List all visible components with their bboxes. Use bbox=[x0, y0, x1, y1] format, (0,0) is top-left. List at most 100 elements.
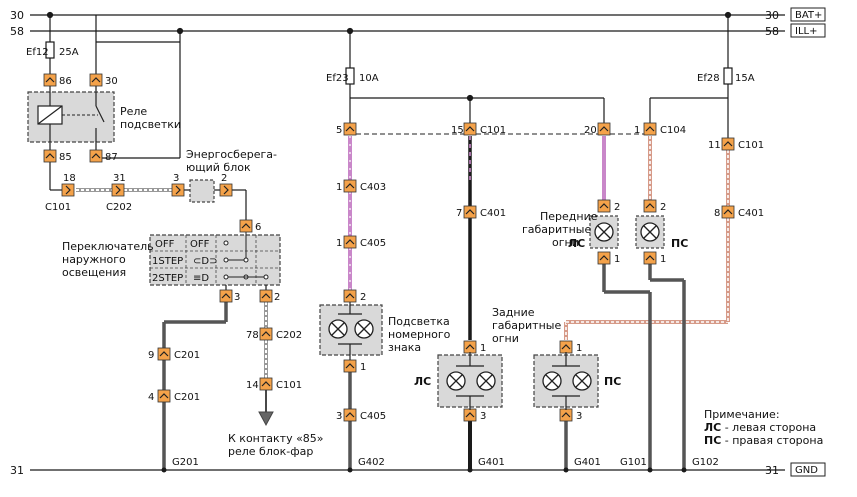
c101-connector-14 bbox=[259, 377, 273, 391]
c202-pin-78: 78 bbox=[246, 330, 259, 341]
front-right-pin-1 bbox=[643, 251, 657, 265]
c201-name-a: C201 bbox=[174, 350, 200, 361]
c401-connector-7 bbox=[463, 205, 477, 219]
ef23-id: Ef23 bbox=[326, 73, 349, 84]
ground-g201: G201 bbox=[172, 457, 199, 468]
block-pin-3-label: 3 bbox=[173, 173, 179, 184]
switch-pin-3-label: 3 bbox=[234, 292, 240, 303]
relay-circuit bbox=[45, 11, 354, 191]
c202-name-b: C202 bbox=[276, 330, 302, 341]
c201-connector-9 bbox=[157, 347, 171, 361]
switch-row-2step: 2STEP bbox=[152, 273, 183, 284]
plate-pin-bot: 1 bbox=[360, 362, 366, 373]
front-wires bbox=[602, 136, 687, 473]
pin-5 bbox=[343, 122, 357, 136]
bus-labels: 30 58 31 30 58 31 BAT+ ILL+ GND bbox=[10, 7, 826, 477]
c401-pin-8: 8 bbox=[714, 208, 720, 219]
rear-label-2: габаритные bbox=[492, 319, 561, 332]
ground-g102: G102 bbox=[692, 457, 719, 468]
ground-g101: G101 bbox=[620, 457, 647, 468]
legend-abbr-2: ПС bbox=[704, 434, 721, 447]
front-right-pin-top: 2 bbox=[660, 202, 666, 213]
relay-pin-87 bbox=[89, 149, 103, 163]
gnd-tag: GND bbox=[795, 465, 818, 476]
c201-pin-4: 4 bbox=[148, 392, 154, 403]
pin-20-label: 20 bbox=[584, 125, 597, 136]
plate-pin-2 bbox=[343, 289, 357, 303]
legend-line-2: ПС - правая сторона bbox=[704, 434, 823, 447]
c101-name-a: C101 bbox=[45, 202, 71, 213]
ef23-rating: 10A bbox=[359, 73, 379, 84]
relay-pin-86 bbox=[43, 73, 57, 87]
c202-connector-31 bbox=[111, 183, 125, 197]
bus-31-left: 31 bbox=[10, 464, 24, 477]
energy-block bbox=[189, 179, 247, 220]
plate-bulb-right-icon bbox=[354, 319, 374, 339]
plate-label-2: номерного bbox=[388, 328, 451, 341]
ef28-id: Ef28 bbox=[697, 73, 720, 84]
c104-pin: 1 bbox=[634, 125, 640, 136]
front-left-side: ЛС bbox=[568, 237, 585, 250]
front-left-pin-1 bbox=[597, 251, 611, 265]
switch-label-3: освещения bbox=[62, 266, 126, 279]
light-switch: ⊂D⊃ ≡D bbox=[149, 232, 281, 286]
c101-connector-18 bbox=[61, 183, 75, 197]
block-pin-2 bbox=[219, 183, 233, 197]
bus-lines bbox=[30, 14, 785, 471]
front-left-bulb-icon bbox=[594, 222, 614, 242]
pin-20 bbox=[597, 122, 611, 136]
front-right-pin-bot: 1 bbox=[660, 254, 666, 265]
bus-58-left: 58 bbox=[10, 25, 24, 38]
front-left-pin-2 bbox=[597, 199, 611, 213]
relay-pin-85 bbox=[43, 149, 57, 163]
switch-label-2: наружного bbox=[62, 253, 126, 266]
front-left-pin-bot: 1 bbox=[614, 254, 620, 265]
ground-g401-a: G401 bbox=[478, 457, 505, 468]
switch-label-1: Переключатель bbox=[62, 240, 154, 253]
c405-name-a: C405 bbox=[360, 238, 386, 249]
c101-pin-18: 18 bbox=[63, 173, 76, 184]
switch-pin-2 bbox=[259, 289, 273, 303]
energy-block-label-2: ющий блок bbox=[186, 161, 251, 174]
rear-left-pin-bot: 3 bbox=[480, 411, 486, 422]
ef12-rating: 25A bbox=[59, 47, 79, 58]
switch-pin-6-label: 6 bbox=[255, 222, 261, 233]
rear-label-3: огни bbox=[492, 332, 519, 345]
rear-right-side: ПС bbox=[604, 375, 621, 388]
legend-abbr-1: ЛС bbox=[704, 421, 721, 434]
legend-text-2: - правая сторона bbox=[721, 434, 823, 447]
rear-label-1: Задние bbox=[492, 306, 535, 319]
bat-tag: BAT+ bbox=[795, 10, 822, 21]
plate-label-1: Подсветка bbox=[388, 315, 450, 328]
front-right-bulb-icon bbox=[640, 222, 660, 242]
rear-right-pin-top: 1 bbox=[576, 343, 582, 354]
pin-15-label: 15 bbox=[451, 125, 464, 136]
c405-connector-b bbox=[343, 408, 357, 422]
relay-name-2: подсветки bbox=[120, 118, 181, 131]
legend-text-1: - левая сторона bbox=[721, 421, 816, 434]
relay-name-1: Реле bbox=[120, 105, 147, 118]
switch-pin-2-label: 2 bbox=[274, 292, 280, 303]
relay-pin-86-label: 86 bbox=[59, 76, 72, 87]
c101-pin-11: 11 bbox=[708, 140, 721, 151]
c201-pin-9: 9 bbox=[148, 350, 154, 361]
block-pin-2-label: 2 bbox=[221, 173, 227, 184]
rear-right-bulb-2-icon bbox=[572, 371, 592, 391]
legend-title: Примечание: bbox=[704, 408, 780, 421]
energy-block-label-1: Энергосберега- bbox=[186, 148, 277, 161]
rear-right-bulb-1-icon bbox=[542, 371, 562, 391]
c101-name-c: C101 bbox=[738, 140, 764, 151]
plate-bulb-left-icon bbox=[328, 319, 348, 339]
c202-connector-78 bbox=[259, 327, 273, 341]
c403-name: C403 bbox=[360, 182, 386, 193]
c401-name-b: C401 bbox=[738, 208, 764, 219]
rear-right-pin-1 bbox=[559, 340, 573, 354]
front-label-2: габаритные bbox=[522, 223, 591, 236]
c405-pin-a: 1 bbox=[336, 238, 342, 249]
rear-left-bulb-1-icon bbox=[446, 371, 466, 391]
bus-58-right: 58 bbox=[765, 25, 779, 38]
ef12-id: Ef12 bbox=[26, 47, 49, 58]
rear-left-pin-1 bbox=[463, 340, 477, 354]
